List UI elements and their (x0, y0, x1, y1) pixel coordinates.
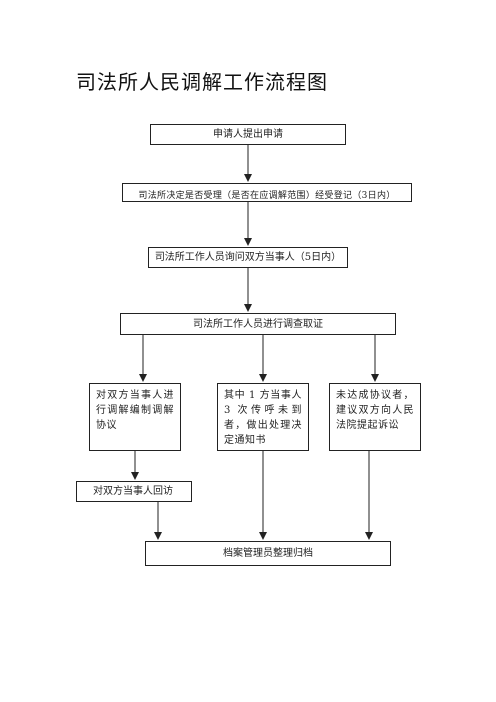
page-title: 司法所人民调解工作流程图 (76, 70, 328, 94)
step-follow-up: 对双方当事人回访 (76, 481, 192, 502)
step-apply: 申请人提出申请 (150, 124, 346, 145)
step-absent: 其中 1 方当事人 3 次传呼未到者，做出处理决定通知书 (217, 383, 309, 451)
step-mediate: 对双方当事人进行调解编制调解协议 (89, 383, 181, 451)
step-inquire: 司法所工作人员询问双方当事人（5日内） (148, 247, 348, 268)
step-no-agreement: 未达成协议者，建议双方向人民法院提起诉讼 (329, 383, 421, 451)
step-review: 司法所决定是否受理（是否在应调解范围）经受登记（3日内） (122, 183, 412, 202)
step-investigate: 司法所工作人员进行调查取证 (120, 313, 396, 335)
step-archive: 档案管理员整理归档 (145, 541, 391, 566)
